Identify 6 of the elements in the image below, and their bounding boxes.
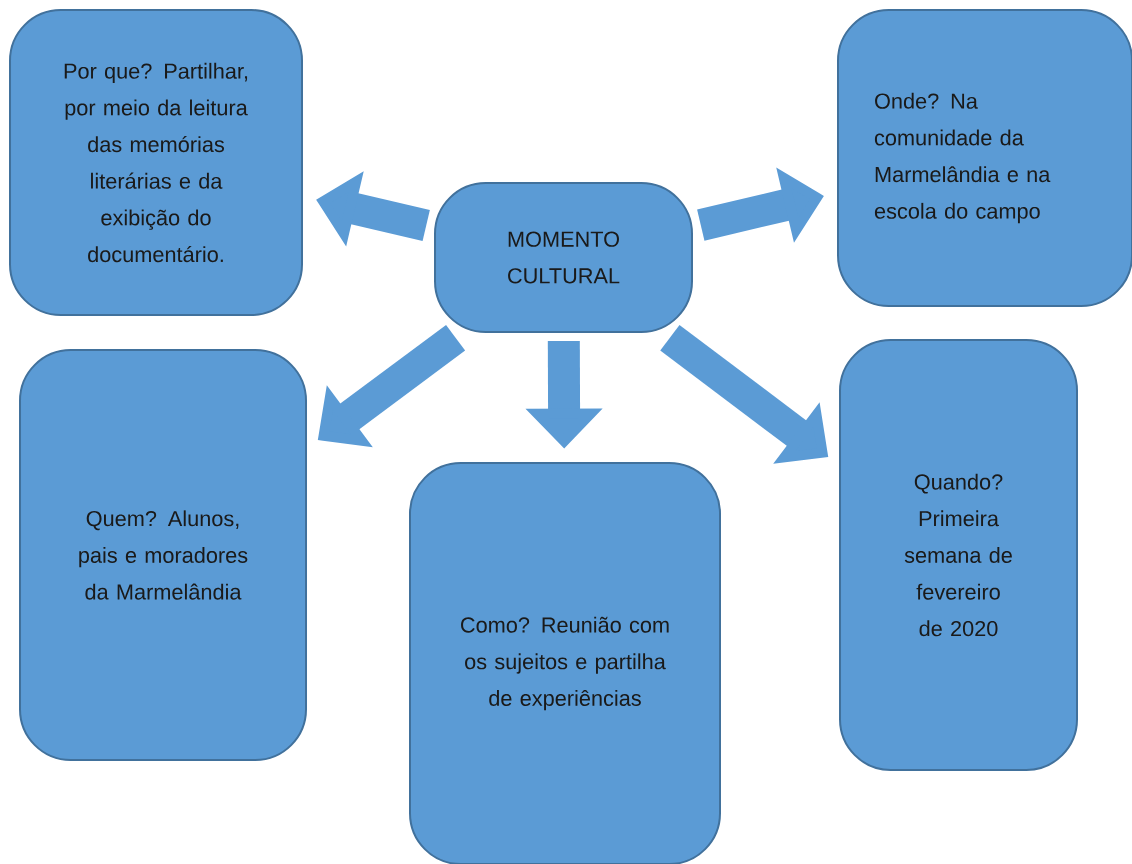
- rounded-box: Como? Reunião com os sujeitos e partilha de experiências: [409, 462, 721, 864]
- rounded-box: Quando? Primeira semana de fevereiro de 2020: [839, 339, 1078, 771]
- rounded-box: Quem? Alunos, pais e moradores da Marmelândia: [19, 349, 307, 761]
- rounded-box: MOMENTO CULTURAL: [434, 182, 693, 333]
- rounded-box: Onde? Na comunidade da Marmelândia e na escola do campo: [837, 9, 1132, 307]
- rounded-box: Por que? Partilhar, por meio da leitura das memórias literárias e da exibição do documentário.: [9, 9, 303, 316]
